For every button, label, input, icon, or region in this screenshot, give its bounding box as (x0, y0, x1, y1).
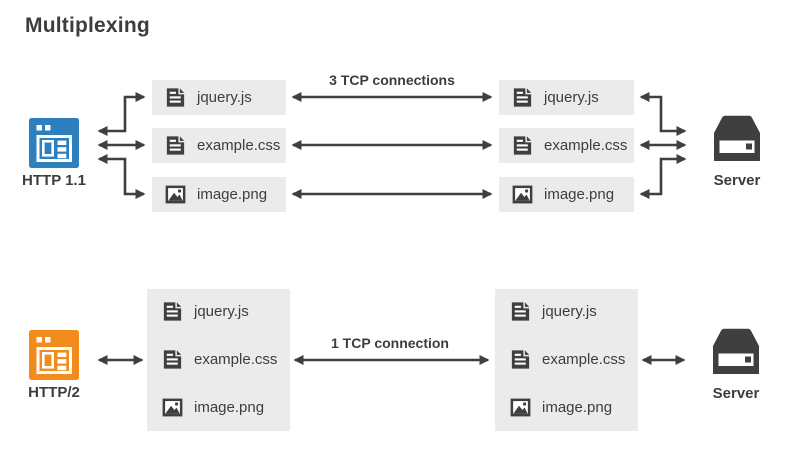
file-box-image-right: image.png (499, 177, 634, 212)
file-box-css-left: example.css (152, 128, 286, 163)
document-icon (161, 300, 184, 323)
file-box-css-right: example.css (499, 128, 634, 163)
page-title: Multiplexing (25, 14, 150, 37)
file-name: example.css (542, 351, 626, 368)
document-icon (161, 348, 184, 371)
document-icon (511, 134, 534, 157)
file-row-css: example.css (509, 342, 638, 377)
arrow-server-jquery (639, 92, 687, 136)
file-name: jquery.js (197, 89, 252, 106)
file-row-jquery: jquery.js (161, 294, 290, 329)
file-name: jquery.js (542, 303, 597, 320)
file-name: image.png (544, 186, 615, 203)
image-icon (164, 183, 187, 206)
file-box-jquery-right: jquery.js (499, 80, 634, 115)
server-icon (710, 325, 762, 379)
image-icon (509, 396, 532, 419)
multiplexed-files-box-left: jquery.js example.css image.png (147, 289, 290, 431)
file-row-image: image.png (509, 390, 638, 425)
image-icon (511, 183, 534, 206)
file-name: jquery.js (194, 303, 249, 320)
file-box-image-left: image.png (152, 177, 286, 212)
file-name: image.png (197, 186, 268, 203)
browser-icon (29, 118, 79, 168)
client-label-http2: HTTP/2 (28, 384, 80, 401)
document-icon (164, 86, 187, 109)
document-icon (509, 300, 532, 323)
arrow-server-image (639, 154, 687, 199)
document-icon (164, 134, 187, 157)
server-icon (711, 112, 763, 166)
document-icon (511, 86, 534, 109)
server-label-top: Server (713, 172, 761, 189)
file-name: example.css (544, 137, 628, 154)
client-label-http11: HTTP 1.1 (22, 172, 86, 189)
file-row-css: example.css (161, 342, 290, 377)
server-label-bottom: Server (712, 385, 760, 402)
arrow-http11-image (97, 154, 146, 199)
file-name: image.png (542, 399, 613, 416)
file-row-jquery: jquery.js (509, 294, 638, 329)
arrow-http11-jquery (97, 92, 146, 136)
file-name: example.css (197, 137, 281, 154)
file-name: example.css (194, 351, 278, 368)
tcp-connection-label: 1 TCP connection (331, 335, 449, 351)
document-icon (509, 348, 532, 371)
file-box-jquery-left: jquery.js (152, 80, 286, 115)
tcp-connections-label: 3 TCP connections (329, 72, 455, 88)
file-row-image: image.png (161, 390, 290, 425)
file-name: image.png (194, 399, 265, 416)
browser-icon (29, 330, 79, 380)
file-name: jquery.js (544, 89, 599, 106)
image-icon (161, 396, 184, 419)
multiplexed-files-box-right: jquery.js example.css image.png (495, 289, 638, 431)
